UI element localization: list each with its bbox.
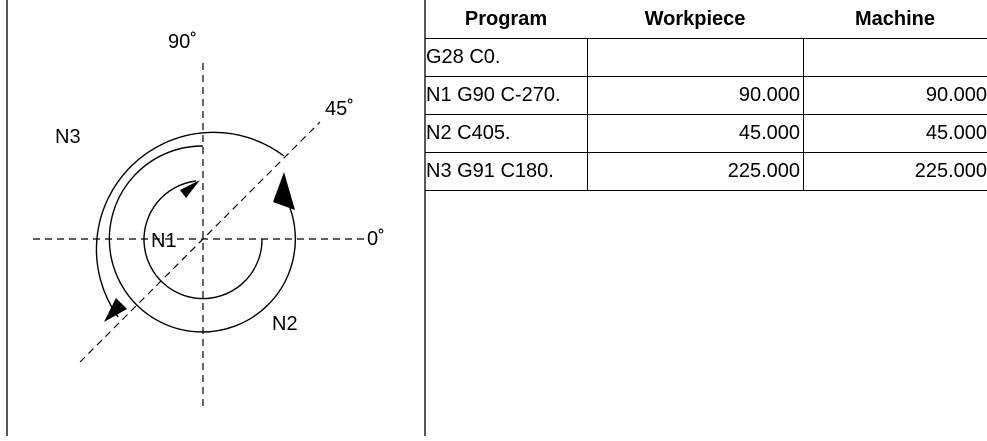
table-rule (425, 152, 987, 153)
angle-45-label: 45˚ (325, 98, 354, 120)
cell-program: G28 C0. (426, 46, 501, 68)
table-header-row: Program Workpiece Machine (425, 0, 987, 38)
cell-workpiece: 90.000 (738, 84, 800, 106)
n1-label: N1 (151, 230, 177, 252)
cell-program: N2 C405. (426, 122, 511, 144)
cell-program: N1 G90 C-270. (426, 84, 561, 106)
table-rule (425, 114, 987, 115)
table-row: N3 G91 C180. 225.000 225.000 (425, 152, 987, 190)
angle-0-label: 0˚ (367, 228, 385, 250)
table-rule (425, 38, 987, 39)
table-row: G28 C0. (425, 38, 987, 76)
n2-arc (108, 145, 297, 333)
diagonal-45-axis (79, 121, 321, 363)
cell-machine (803, 38, 987, 76)
header-machine: Machine (854, 8, 936, 30)
table-rule (425, 190, 987, 191)
column-separator (587, 38, 588, 190)
n3-label: N3 (55, 126, 81, 148)
cell-workpiece: 45.000 (738, 122, 800, 144)
header-program: Program (464, 8, 548, 30)
cell-workpiece: 225.000 (727, 160, 800, 182)
table-row: N1 G90 C-270. 90.000 90.000 (425, 76, 987, 114)
cell-machine: 45.000 (925, 122, 987, 144)
n2-arrow-icon (273, 172, 295, 210)
n3-arrow-icon (104, 298, 127, 322)
header-workpiece: Workpiece (644, 8, 746, 30)
n1-arc (143, 180, 263, 300)
table-row: N2 C405. 45.000 45.000 (425, 114, 987, 152)
n1-arrow-icon (180, 180, 200, 198)
n2-label: N2 (272, 313, 298, 335)
position-table: Program Workpiece Machine G28 C0. N1 G90… (425, 0, 987, 191)
angle-90-label: 90˚ (168, 31, 197, 53)
cell-program: N3 G91 C180. (426, 160, 554, 182)
column-separator (803, 38, 804, 190)
cell-machine: 90.000 (925, 84, 987, 106)
n3-arc (95, 131, 285, 318)
cell-workpiece (587, 38, 803, 76)
cell-machine: 225.000 (914, 160, 987, 182)
table-rule (425, 76, 987, 77)
